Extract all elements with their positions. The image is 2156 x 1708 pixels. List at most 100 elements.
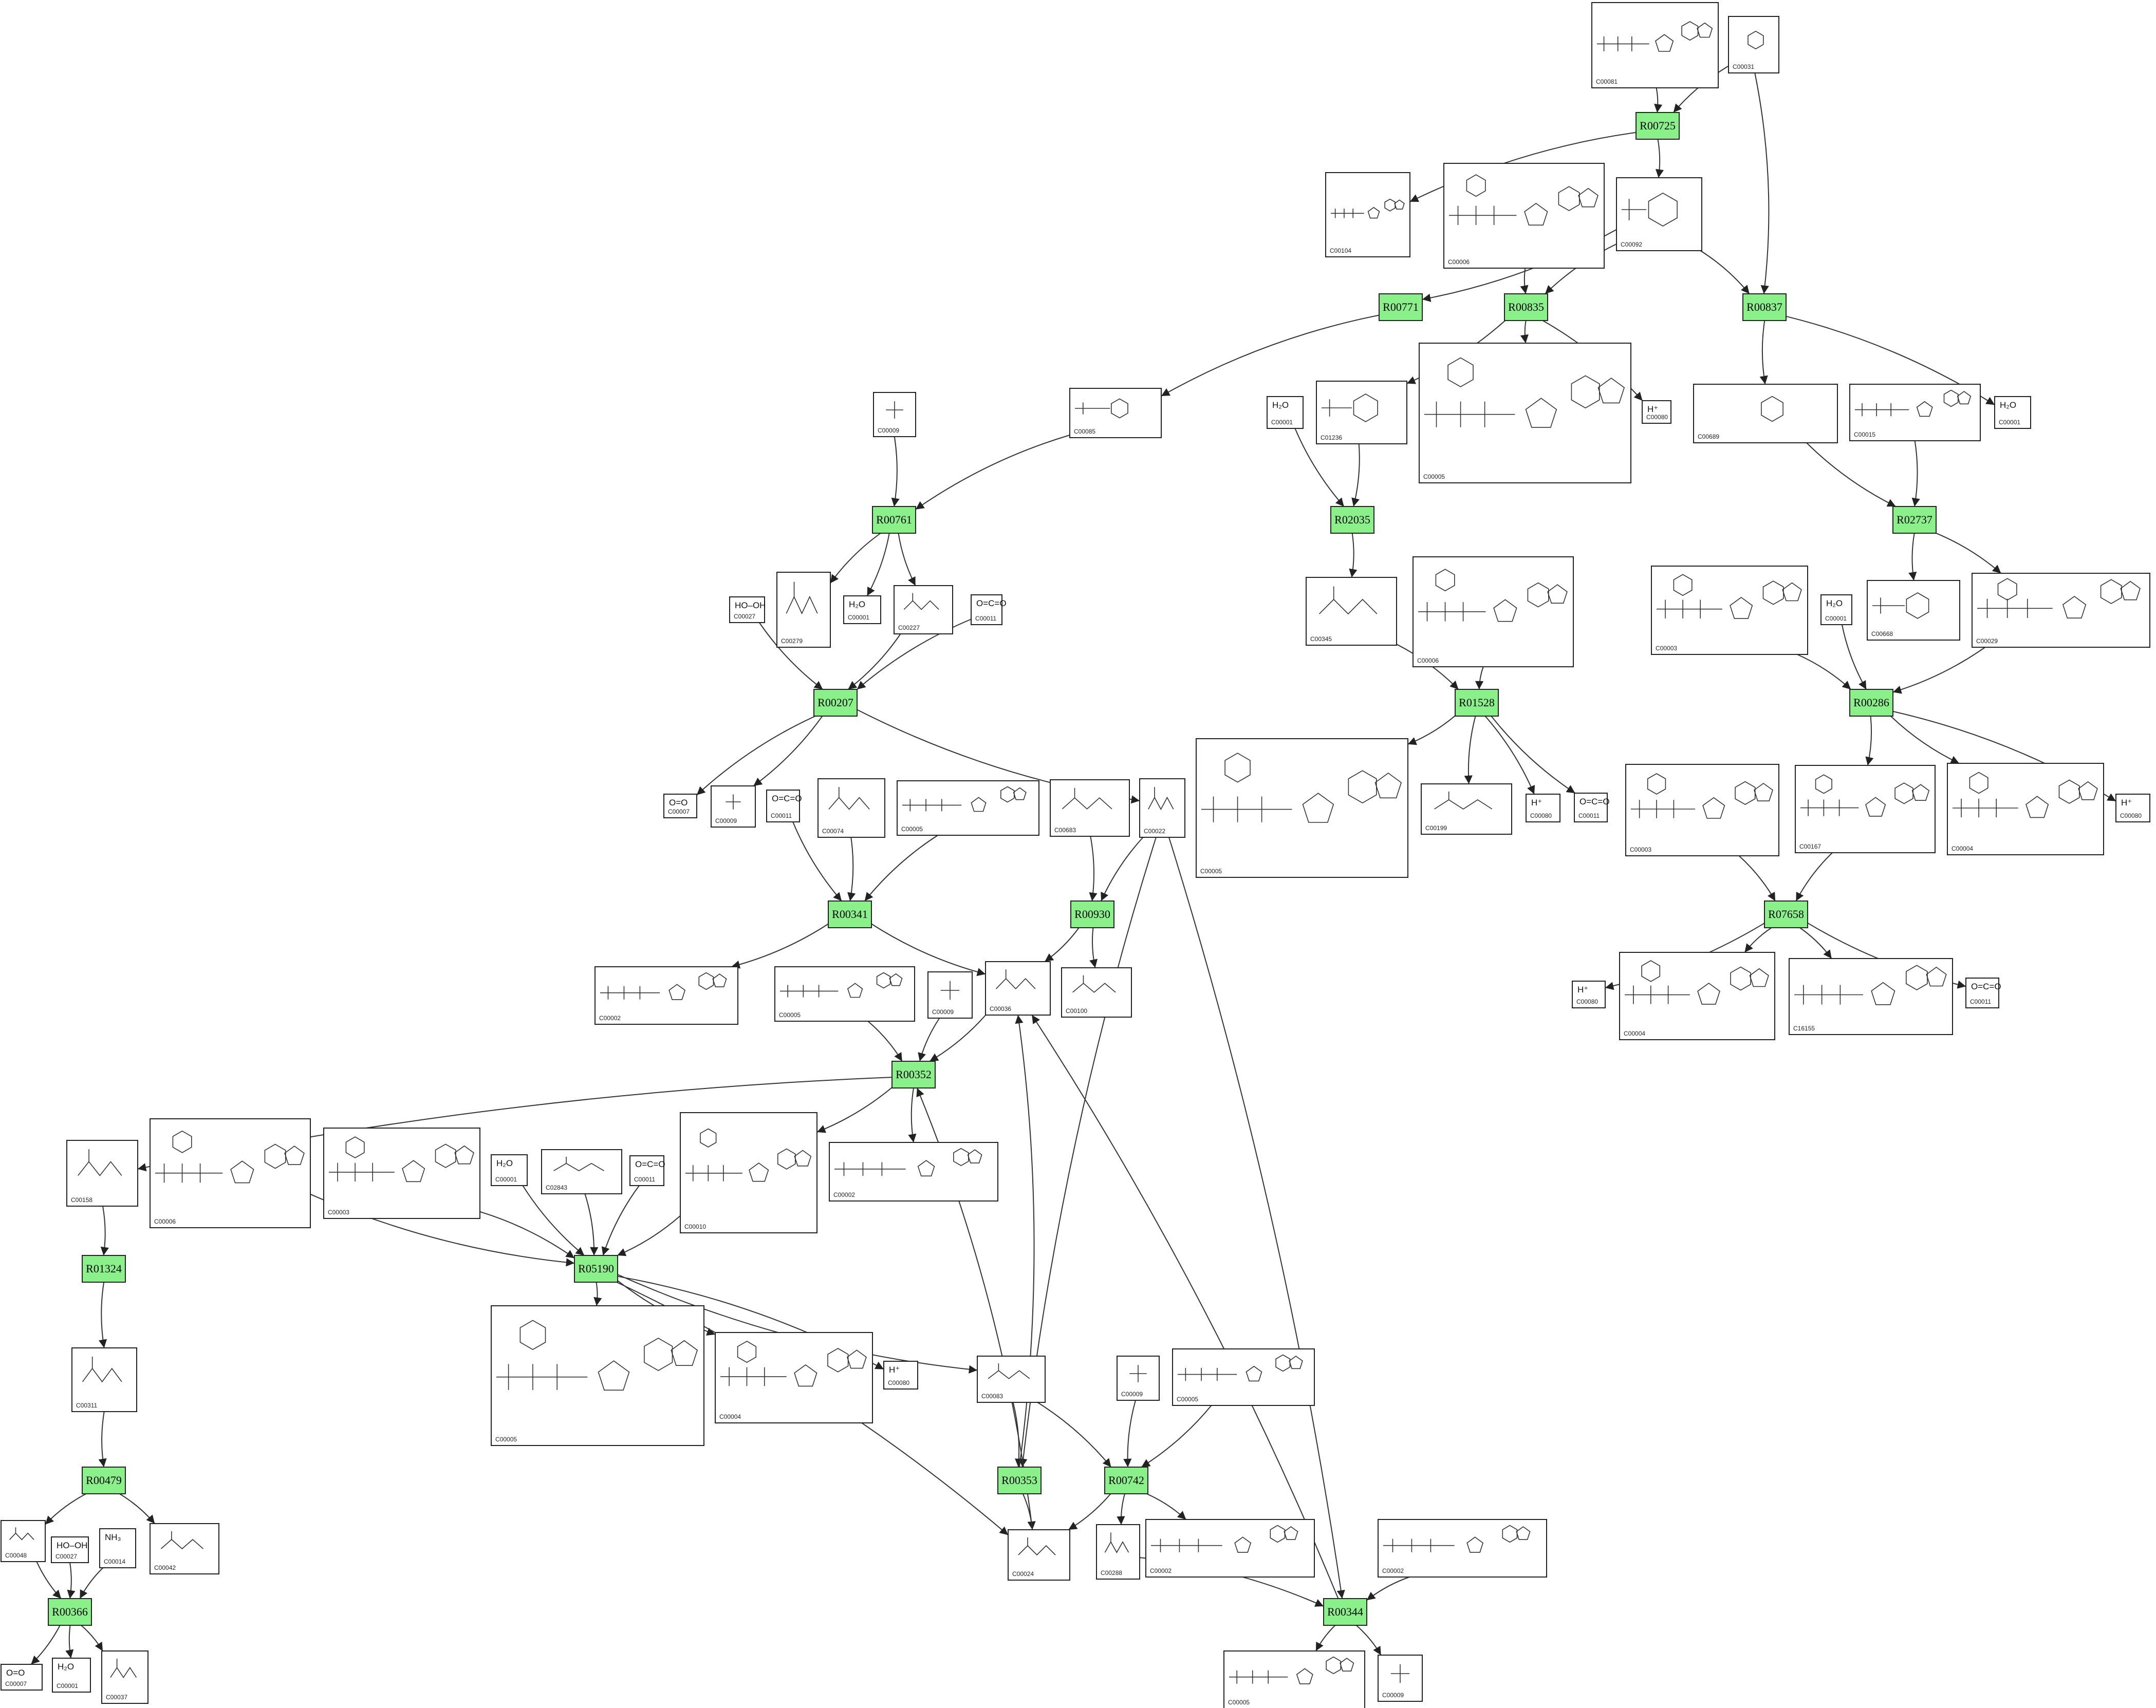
compound-c00009[interactable]: C00009 [927, 971, 973, 1019]
compound-c00002[interactable]: C00002 [829, 1142, 998, 1202]
compound-c00036[interactable]: C00036 [985, 961, 1051, 1016]
compound-c00311[interactable]: C00311 [71, 1347, 137, 1412]
compound-c02843[interactable]: C02843 [541, 1149, 622, 1194]
reaction-node-r00353[interactable]: R00353 [997, 1467, 1042, 1494]
compound-c00074[interactable]: C00074 [817, 778, 885, 838]
compound-c00002[interactable]: C00002 [1378, 1519, 1547, 1578]
compound-c00158[interactable]: C00158 [66, 1140, 138, 1207]
compound-c00279[interactable]: C00279 [776, 572, 831, 648]
compound-c00085[interactable]: C00085 [1069, 388, 1162, 438]
reaction-node-r01324[interactable]: R01324 [82, 1255, 126, 1283]
compound-c00022[interactable]: C00022 [1139, 778, 1185, 838]
edge-R00341-to-C00036 [871, 923, 986, 977]
compound-c00024[interactable]: C00024 [1008, 1529, 1070, 1581]
compound-c00006[interactable]: C00006 [1412, 556, 1574, 667]
compound-c00003[interactable]: C00003 [323, 1128, 480, 1219]
compound-c16155[interactable]: C16155 [1789, 958, 1953, 1035]
reaction-node-r00344[interactable]: R00344 [1323, 1598, 1367, 1626]
compound-c00080[interactable]: H⁺C00080 [2115, 794, 2150, 822]
compound-c00167[interactable]: C00167 [1795, 765, 1936, 853]
reaction-node-r00341[interactable]: R00341 [828, 900, 872, 928]
compound-c00042[interactable]: C00042 [150, 1523, 219, 1574]
compound-c00009[interactable]: C00009 [1378, 1655, 1423, 1702]
compound-c01236[interactable]: C01236 [1316, 381, 1407, 444]
compound-c00005[interactable]: C00005 [1172, 1348, 1315, 1406]
compound-c00037[interactable]: C00037 [101, 1650, 148, 1704]
compound-c00002[interactable]: C00002 [594, 966, 738, 1025]
reaction-node-r00742[interactable]: R00742 [1104, 1467, 1148, 1494]
compound-c00004[interactable]: C00004 [715, 1332, 873, 1423]
reaction-node-r00771[interactable]: R00771 [1379, 293, 1423, 321]
compound-c00005[interactable]: C00005 [1223, 1650, 1365, 1708]
compound-c00080[interactable]: H⁺C00080 [1572, 981, 1606, 1008]
compound-c00003[interactable]: C00003 [1625, 764, 1779, 856]
reaction-box [1379, 293, 1423, 321]
compound-c00227[interactable]: C00227 [894, 585, 953, 634]
compound-c00080[interactable]: H⁺C00080 [883, 1361, 918, 1390]
compound-c00004[interactable]: C00004 [1947, 763, 2104, 855]
compound-c00080[interactable]: H⁺C00080 [1642, 400, 1671, 424]
compound-c00009[interactable]: C00009 [711, 785, 756, 828]
compound-c00100[interactable]: C00100 [1061, 967, 1132, 1018]
reaction-node-r00352[interactable]: R00352 [891, 1061, 936, 1088]
compound-c00015[interactable]: C00015 [1849, 384, 1981, 441]
compound-c00199[interactable]: C00199 [1421, 783, 1512, 835]
compound-c00005[interactable]: C00005 [774, 966, 915, 1022]
compound-c00288[interactable]: C00288 [1096, 1524, 1140, 1580]
reaction-node-r00725[interactable]: R00725 [1635, 112, 1680, 140]
compound-c00104[interactable]: C00104 [1325, 172, 1410, 257]
reaction-node-r02035[interactable]: R02035 [1330, 506, 1374, 534]
reaction-node-r01528[interactable]: R01528 [1455, 689, 1499, 717]
compound-c00029[interactable]: C00029 [1972, 573, 2150, 648]
reaction-node-r00761[interactable]: R00761 [872, 506, 916, 534]
compound-c00668[interactable]: C00668 [1867, 580, 1960, 641]
compound-c00004[interactable]: C00004 [1619, 952, 1775, 1040]
reaction-node-r00835[interactable]: R00835 [1504, 293, 1548, 321]
reaction-node-r00930[interactable]: R00930 [1070, 900, 1114, 928]
compound-c00048[interactable]: C00048 [1, 1520, 46, 1562]
reaction-node-r00366[interactable]: R00366 [48, 1598, 92, 1626]
reaction-node-r00837[interactable]: R00837 [1742, 293, 1787, 321]
compound-c00005[interactable]: C00005 [897, 780, 1039, 836]
compound-c00006[interactable]: C00006 [1443, 163, 1605, 269]
compound-c00002[interactable]: C00002 [1145, 1519, 1315, 1578]
compound-c00005[interactable]: C00005 [491, 1305, 704, 1446]
compound-c00005[interactable]: C00005 [1196, 738, 1408, 878]
compound-c00010[interactable]: C00010 [680, 1112, 817, 1233]
compound-c00031[interactable]: C00031 [1728, 16, 1779, 73]
compound-c00005[interactable]: C00005 [1419, 343, 1631, 483]
compound-c00003[interactable]: C00003 [1651, 566, 1808, 655]
reaction-node-r07658[interactable]: R07658 [1764, 900, 1808, 928]
compound-c00081[interactable]: C00081 [1591, 2, 1719, 88]
reaction-node-r00479[interactable]: R00479 [82, 1467, 126, 1494]
compound-c00683[interactable]: C00683 [1050, 779, 1130, 837]
reaction-node-r00207[interactable]: R00207 [813, 689, 858, 717]
compound-c00009[interactable]: C00009 [873, 392, 916, 437]
compound-c00080[interactable]: H⁺C00080 [1526, 794, 1560, 822]
reaction-node-r02737[interactable]: R02737 [1892, 506, 1937, 534]
reaction-node-r05190[interactable]: R05190 [574, 1255, 618, 1283]
compound-c00009[interactable]: C00009 [1117, 1356, 1160, 1401]
reaction-node-r00286[interactable]: R00286 [1849, 689, 1893, 717]
compound-c00083[interactable]: C00083 [977, 1356, 1046, 1403]
compound-c00345[interactable]: C00345 [1306, 577, 1397, 646]
compound-c00092[interactable]: C00092 [1616, 177, 1702, 251]
compound-c00689[interactable]: C00689 [1693, 384, 1838, 443]
compound-c00006[interactable]: C00006 [150, 1118, 311, 1228]
